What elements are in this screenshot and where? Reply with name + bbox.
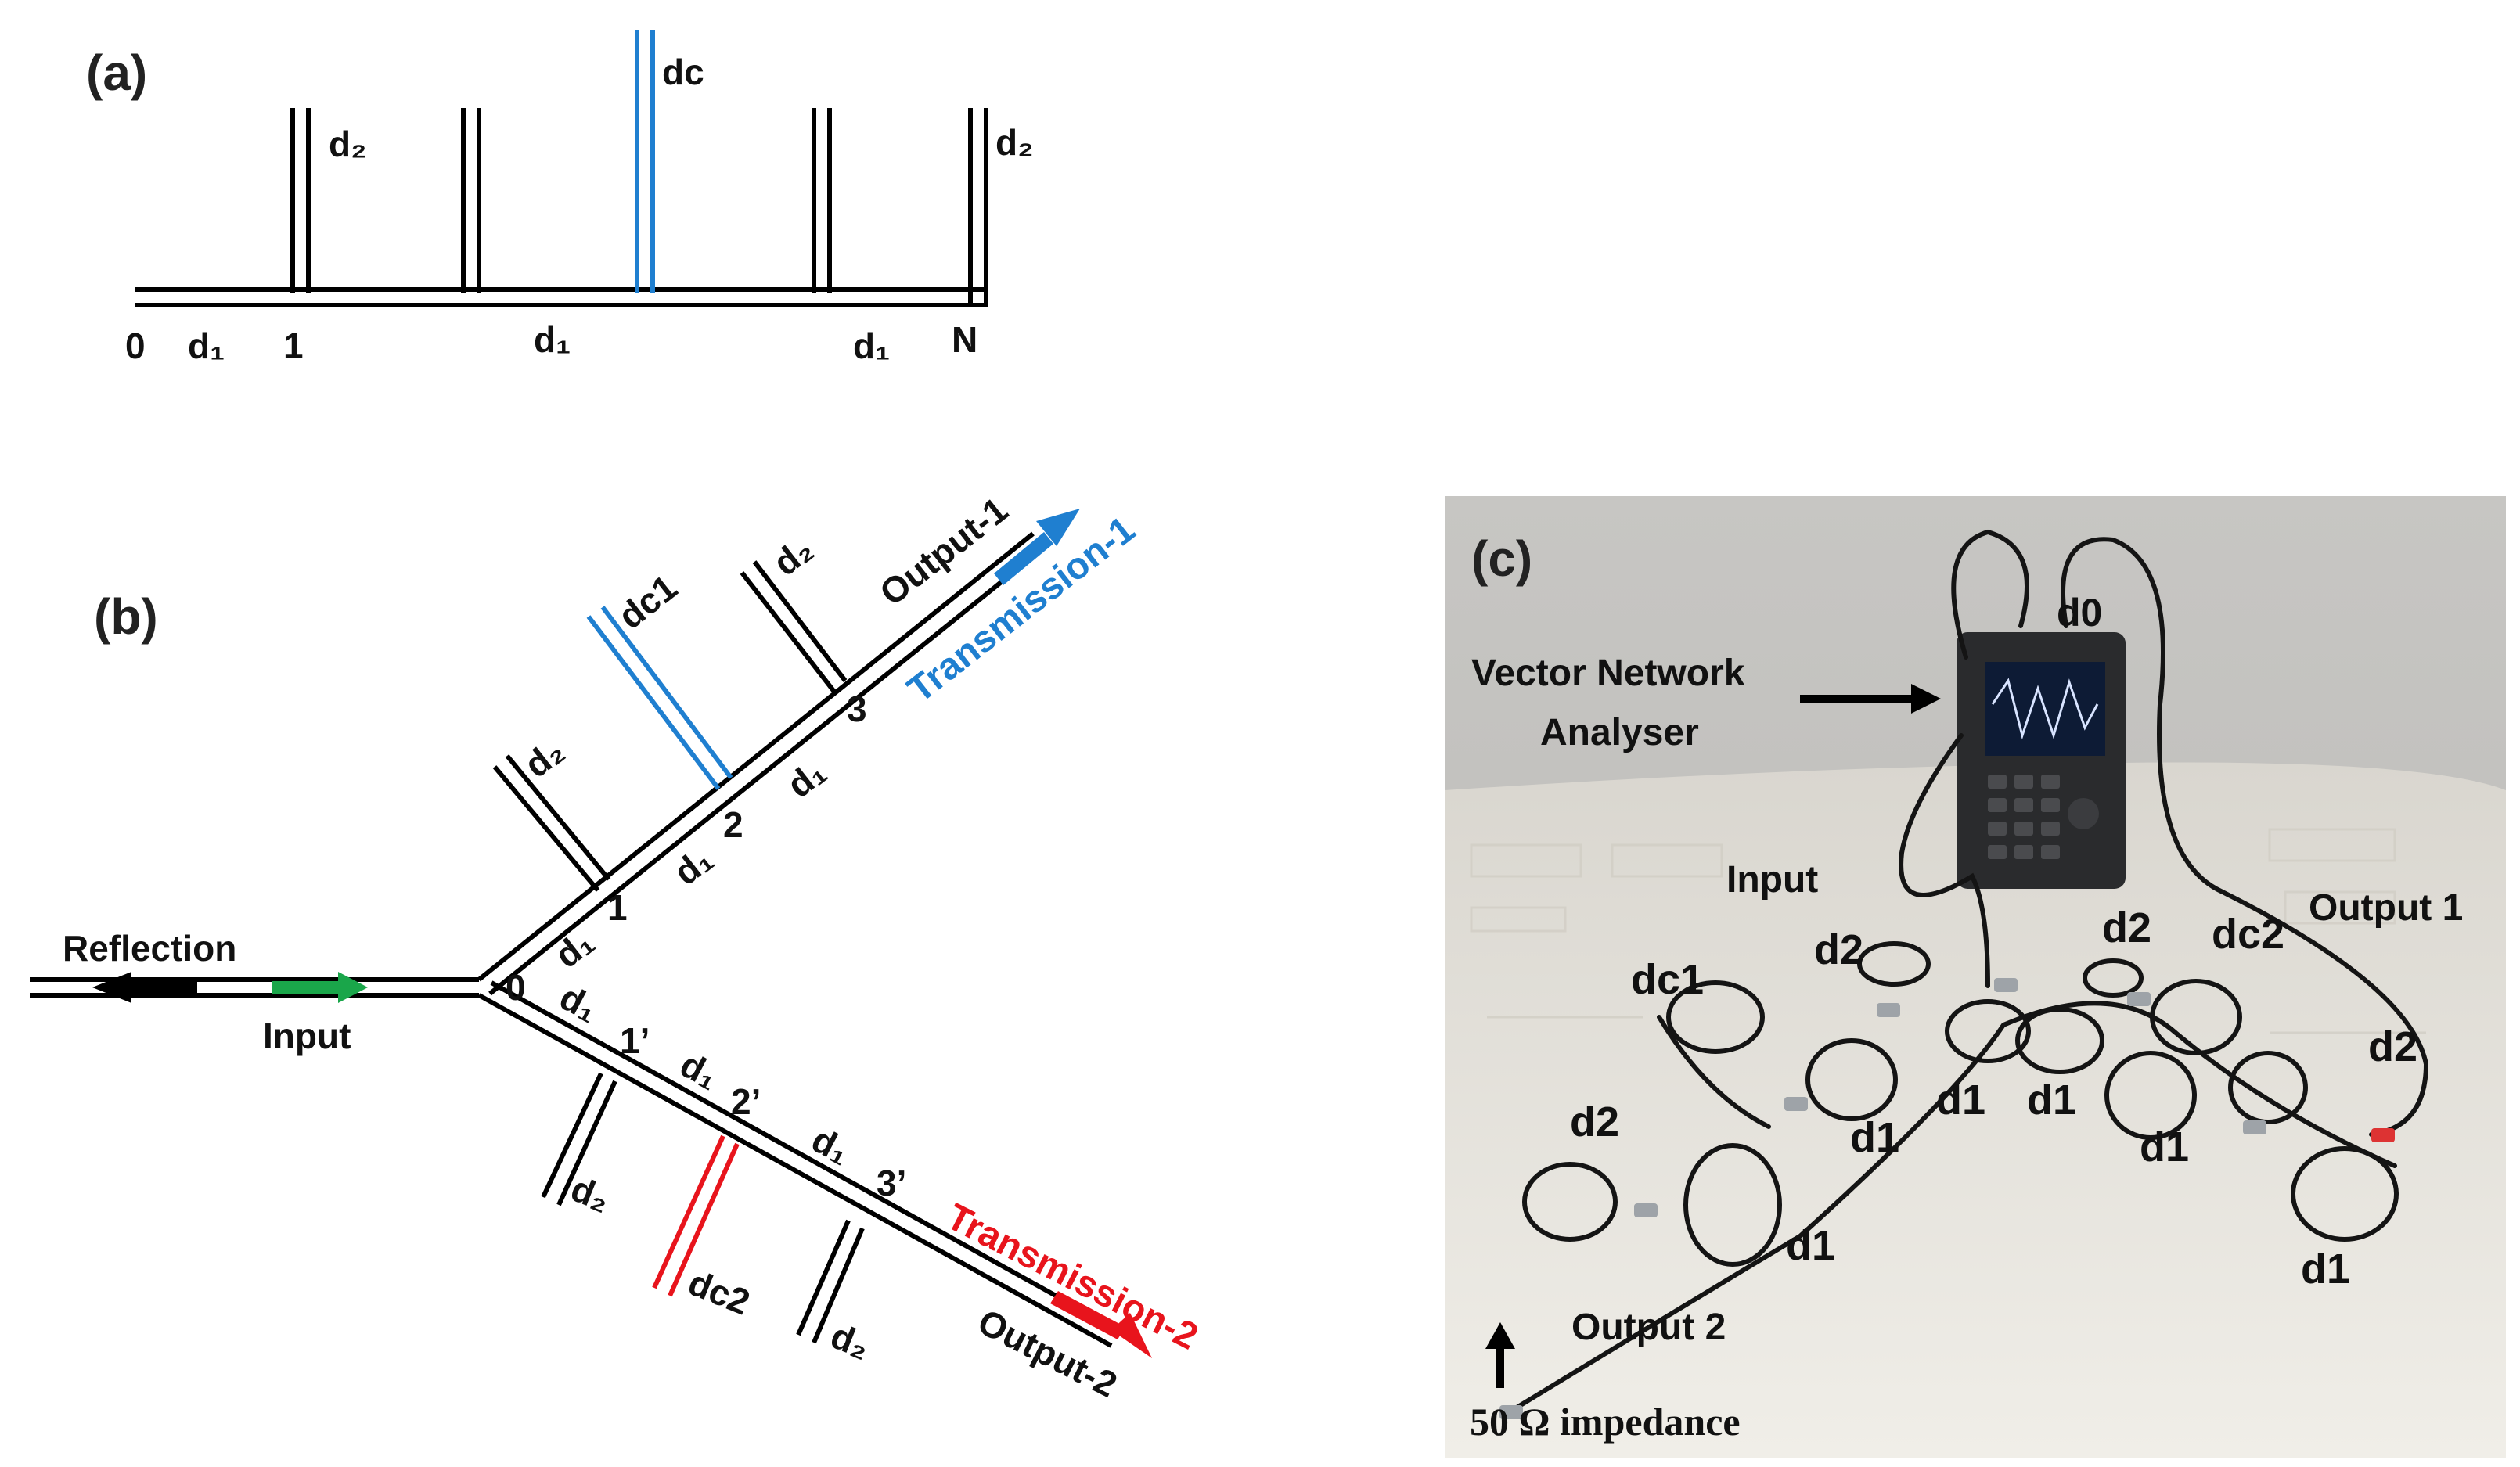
panel-b-upper-d1-c: d₁ bbox=[779, 751, 833, 806]
panel-a-stub-defect bbox=[635, 30, 655, 293]
panel-b-transmission-2-arrow bbox=[1050, 1291, 1152, 1358]
panel-b-lower-stub-3 bbox=[796, 1219, 865, 1344]
panel-b-upper-stub-3 bbox=[740, 560, 848, 693]
panel-a-d1-b: d₁ bbox=[534, 319, 571, 360]
panel-b-upper-node-1: 1 bbox=[607, 887, 628, 928]
panel-a-d1-a: d₁ bbox=[188, 325, 225, 366]
panel-b-upper-d1-a: d₁ bbox=[547, 921, 601, 976]
panel-a-node-N: N bbox=[952, 319, 977, 360]
photo-vna-label-line2: Analyser bbox=[1540, 712, 1699, 753]
panel-b-lower-node-2: 2’ bbox=[731, 1081, 761, 1122]
panel-a-d2-left-label: d₂ bbox=[329, 124, 367, 164]
panel-b-input-arrow bbox=[272, 972, 368, 1003]
panel-a-dc-label: dc bbox=[662, 52, 704, 92]
photo-impedance-label: 50 Ω impedance bbox=[1470, 1400, 1741, 1444]
panel-a-node-0: 0 bbox=[125, 325, 146, 366]
panel-b-upper-node-3: 3 bbox=[847, 689, 867, 729]
panel-b-reflection-label: Reflection bbox=[63, 928, 236, 969]
photo-input-label: Input bbox=[1726, 859, 1818, 901]
photo-vna-arrow bbox=[1800, 684, 1941, 714]
panel-b-output-1-label: Output-1 bbox=[872, 489, 1015, 613]
photo-output-2-label: Output 2 bbox=[1571, 1307, 1726, 1348]
photo-d2-label-a: d2 bbox=[1814, 926, 1863, 973]
panel-b-upper-node-2: 2 bbox=[723, 804, 743, 845]
photo-cables bbox=[1500, 529, 2429, 1418]
panel-b-input-label: Input bbox=[263, 1016, 351, 1056]
panel-c-label: (c) bbox=[1471, 530, 1532, 587]
panel-a-d1-c: d₁ bbox=[853, 325, 890, 366]
photo-d2-label-b: d2 bbox=[2102, 904, 2151, 951]
panel-b-transmission-1-arrow bbox=[994, 509, 1080, 585]
photo-connectors bbox=[1499, 978, 2395, 1419]
panel-a: (a) d₂ dc d₂ 0 d₁ 1 d₁ bbox=[86, 30, 1034, 366]
photo-d0-label: d0 bbox=[2057, 591, 2102, 635]
panel-c-photo: (c) Vector Network Analyser d0 Input Out… bbox=[1445, 496, 2506, 1458]
panel-b-lower-dc2-label: dc2 bbox=[682, 1262, 755, 1323]
panel-b-upper-stub-dc1 bbox=[586, 606, 733, 790]
photo-d1-label-c: d1 bbox=[1850, 1114, 1899, 1161]
panel-b-upper-dc1-label: dc1 bbox=[610, 566, 684, 637]
panel-a-stub-2 bbox=[461, 108, 481, 293]
photo-d1-label-a: d1 bbox=[1936, 1077, 1985, 1124]
panel-a-node-1: 1 bbox=[283, 325, 304, 366]
panel-a-stub-3 bbox=[812, 108, 832, 293]
panel-b-lower-branch bbox=[477, 980, 1122, 1348]
photo-d1-label-b: d1 bbox=[2027, 1077, 2076, 1124]
panel-b-lower-d2-b-label: d₂ bbox=[825, 1315, 875, 1367]
panel-b-upper-branch bbox=[477, 531, 1046, 996]
panel-b-reflection-arrow bbox=[92, 972, 197, 1003]
photo-dc1-label: dc1 bbox=[1631, 956, 1704, 1003]
photo-vna-label-line1: Vector Network bbox=[1471, 653, 1745, 694]
panel-b-lower-node-3: 3’ bbox=[877, 1163, 906, 1203]
panel-b-input-line bbox=[30, 977, 479, 998]
panel-a-main-line bbox=[135, 287, 988, 307]
panel-b-upper-stub-1 bbox=[492, 754, 611, 892]
photo-d2-label-d: d2 bbox=[1570, 1098, 1619, 1145]
photo-d1-label-e: d1 bbox=[1786, 1222, 1835, 1269]
panel-b-lower-d1-c: d₁ bbox=[805, 1119, 857, 1172]
panel-a-stub-1 bbox=[290, 108, 311, 293]
panel-a-d2-right-label: d₂ bbox=[995, 122, 1034, 163]
photo-d1-label-f: d1 bbox=[2301, 1246, 2350, 1293]
panel-b: (b) bbox=[30, 489, 1204, 1405]
panel-b-upper-d2-b-label: d₂ bbox=[765, 528, 820, 584]
panel-b-label: (b) bbox=[94, 588, 158, 645]
vna-device bbox=[1957, 632, 2126, 889]
photo-table bbox=[1445, 762, 2506, 1458]
photo-d1-label-d: d1 bbox=[2140, 1124, 2189, 1170]
panel-b-lower-node-0: 0 bbox=[506, 967, 526, 1008]
panel-b-lower-stub-1 bbox=[541, 1072, 617, 1206]
photo-impedance-arrow bbox=[1485, 1322, 1515, 1388]
panel-a-label: (a) bbox=[86, 45, 147, 101]
panel-b-lower-stub-dc2 bbox=[652, 1134, 740, 1297]
panel-a-stub-N bbox=[968, 108, 988, 305]
photo-d2-label-c: d2 bbox=[2368, 1023, 2417, 1070]
photo-output-1-label: Output 1 bbox=[2309, 887, 2463, 929]
tablecloth-pattern bbox=[1470, 828, 2426, 1034]
panel-b-lower-node-1: 1’ bbox=[620, 1020, 650, 1061]
photo-dc2-label: dc2 bbox=[2212, 911, 2284, 958]
